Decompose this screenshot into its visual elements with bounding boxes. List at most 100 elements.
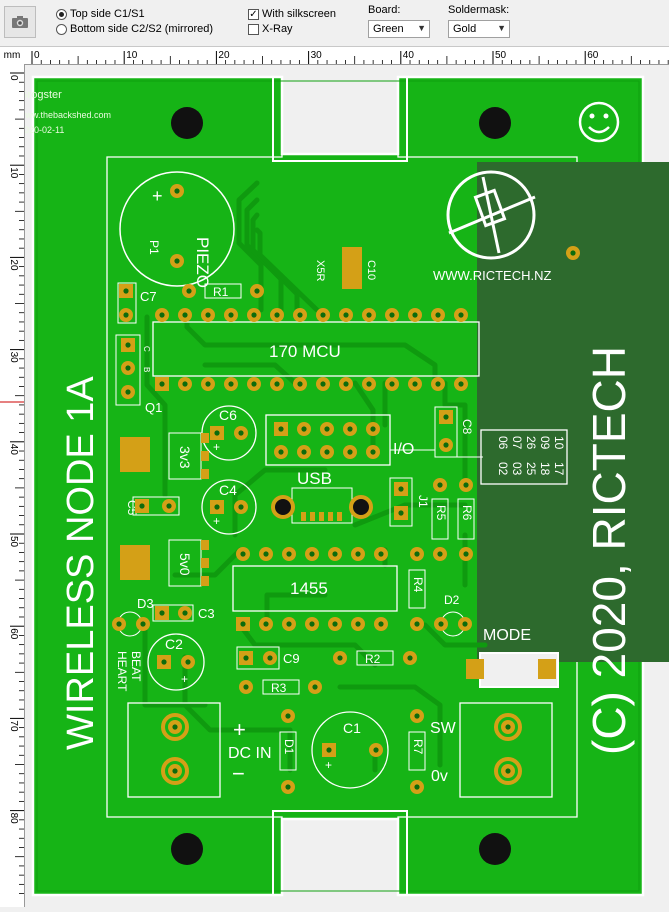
pad bbox=[351, 547, 365, 561]
ruler-tick-label: 30 bbox=[311, 50, 323, 61]
side-bottom-radio[interactable] bbox=[56, 23, 67, 35]
dcin-label: DC IN bbox=[228, 745, 272, 762]
c9-label: C9 bbox=[283, 651, 300, 666]
beat-label: BEAT bbox=[129, 651, 143, 682]
xray-option[interactable]: X-Ray bbox=[248, 23, 293, 35]
pad bbox=[408, 377, 422, 391]
pad bbox=[155, 377, 169, 391]
c1-label: C1 bbox=[343, 720, 361, 736]
x5r-label: X5R bbox=[314, 260, 326, 281]
side-bottom-option[interactable]: Bottom side C2/S2 (mirrored) bbox=[56, 23, 213, 35]
soldermask-select-value: Gold bbox=[453, 23, 477, 35]
xray-checkbox[interactable] bbox=[248, 23, 259, 35]
side-top-option[interactable]: Top side C1/S1 bbox=[56, 8, 145, 20]
ruler-tick-label: 60 bbox=[8, 628, 19, 640]
silkscreen-label: With silkscreen bbox=[262, 8, 336, 20]
ruler-tick-label: 20 bbox=[218, 50, 230, 61]
pad bbox=[282, 617, 296, 631]
soldermask-select[interactable]: Gold ▼ bbox=[448, 20, 510, 38]
pad bbox=[408, 308, 422, 322]
io-table-cell: 07 bbox=[510, 436, 524, 450]
r7-label: R7 bbox=[411, 739, 425, 755]
mcu-label: 170 MCU bbox=[269, 342, 341, 361]
io-table-cell: 26 bbox=[524, 436, 538, 450]
pad bbox=[201, 308, 215, 322]
q1-c-label: C bbox=[142, 346, 151, 352]
pad bbox=[259, 547, 273, 561]
ruler-tick-label: 70 bbox=[8, 720, 19, 732]
pad bbox=[178, 308, 192, 322]
p1-label: P1 bbox=[147, 240, 161, 255]
pad bbox=[385, 377, 399, 391]
pad bbox=[270, 377, 284, 391]
ruler-tick-label: 10 bbox=[8, 167, 19, 179]
pad bbox=[431, 308, 445, 322]
board-select[interactable]: Green ▼ bbox=[368, 20, 430, 38]
board-select-value: Green bbox=[373, 23, 404, 35]
piezo-plus: + bbox=[152, 186, 163, 206]
ruler-tick-label: 30 bbox=[8, 352, 19, 364]
io-table-cell: 10 bbox=[552, 436, 566, 450]
r1-label: R1 bbox=[213, 285, 229, 299]
pad bbox=[339, 377, 353, 391]
c4-plus: + bbox=[213, 514, 220, 528]
io-table-cell: 03 bbox=[510, 462, 524, 476]
camera-button[interactable] bbox=[4, 6, 36, 38]
silkscreen-option[interactable]: ✓ With silkscreen bbox=[248, 8, 336, 20]
side-top-radio[interactable] bbox=[56, 8, 67, 20]
pad bbox=[297, 445, 311, 459]
pad bbox=[343, 422, 357, 436]
pad bbox=[362, 377, 376, 391]
ruler-tick-label: 0 bbox=[8, 75, 19, 81]
ruler-tick-label: 0 bbox=[34, 50, 40, 61]
q1-label: Q1 bbox=[145, 400, 162, 415]
sw-label: SW bbox=[430, 720, 457, 737]
c1-plus: + bbox=[325, 758, 332, 772]
q1-b-label: B bbox=[142, 367, 151, 372]
c2-label: C2 bbox=[165, 636, 183, 652]
c6-label: C6 bbox=[219, 407, 237, 423]
pad bbox=[236, 547, 250, 561]
copyright-text: (C) 2020, RICTECH bbox=[583, 346, 635, 755]
ruler-tick-label: 40 bbox=[403, 50, 415, 61]
pad bbox=[201, 377, 215, 391]
side-bottom-label: Bottom side C2/S2 (mirrored) bbox=[70, 23, 214, 35]
pad bbox=[343, 445, 357, 459]
silkscreen-checkbox[interactable]: ✓ bbox=[248, 8, 259, 20]
pad bbox=[274, 445, 288, 459]
d2-label: D2 bbox=[444, 593, 460, 607]
pad bbox=[305, 547, 319, 561]
ic1455-label: 1455 bbox=[290, 579, 328, 598]
mode-label: MODE bbox=[483, 627, 531, 644]
pad bbox=[454, 308, 468, 322]
usb-label: USB bbox=[297, 469, 332, 488]
ruler-tick-label: 40 bbox=[8, 444, 19, 456]
pcb-canvas[interactable]: Grogster www.thebackshed.com 2020-02-11 … bbox=[25, 65, 669, 907]
pcb-board: Grogster www.thebackshed.com 2020-02-11 … bbox=[25, 75, 669, 897]
io-table-cell: 09 bbox=[538, 436, 552, 450]
piezo-label: PIEZO bbox=[193, 237, 212, 288]
chevron-down-icon: ▼ bbox=[417, 23, 426, 33]
author-text: Grogster bbox=[25, 89, 62, 101]
ov-label: 0v bbox=[431, 768, 448, 785]
reg-5v0-label: 5v0 bbox=[177, 553, 193, 576]
date-text: 2020-02-11 bbox=[25, 125, 64, 135]
pad bbox=[293, 377, 307, 391]
dcin-minus: − bbox=[232, 761, 245, 786]
c10-label: C10 bbox=[365, 260, 377, 280]
heart-label: HEART bbox=[115, 651, 129, 692]
pad bbox=[454, 377, 468, 391]
pad bbox=[274, 422, 288, 436]
io-table-cell: 02 bbox=[496, 462, 510, 476]
j1-label: J1 bbox=[416, 495, 430, 508]
ruler-tick-label: 10 bbox=[126, 50, 138, 61]
pad bbox=[247, 308, 261, 322]
board-title: WIRELESS NODE 1A bbox=[60, 376, 102, 750]
chevron-down-icon: ▼ bbox=[497, 23, 506, 33]
pad bbox=[320, 422, 334, 436]
ruler-tick-label: 50 bbox=[495, 50, 507, 61]
c3-label: C3 bbox=[198, 606, 215, 621]
ruler-tick-label: 60 bbox=[587, 50, 599, 61]
